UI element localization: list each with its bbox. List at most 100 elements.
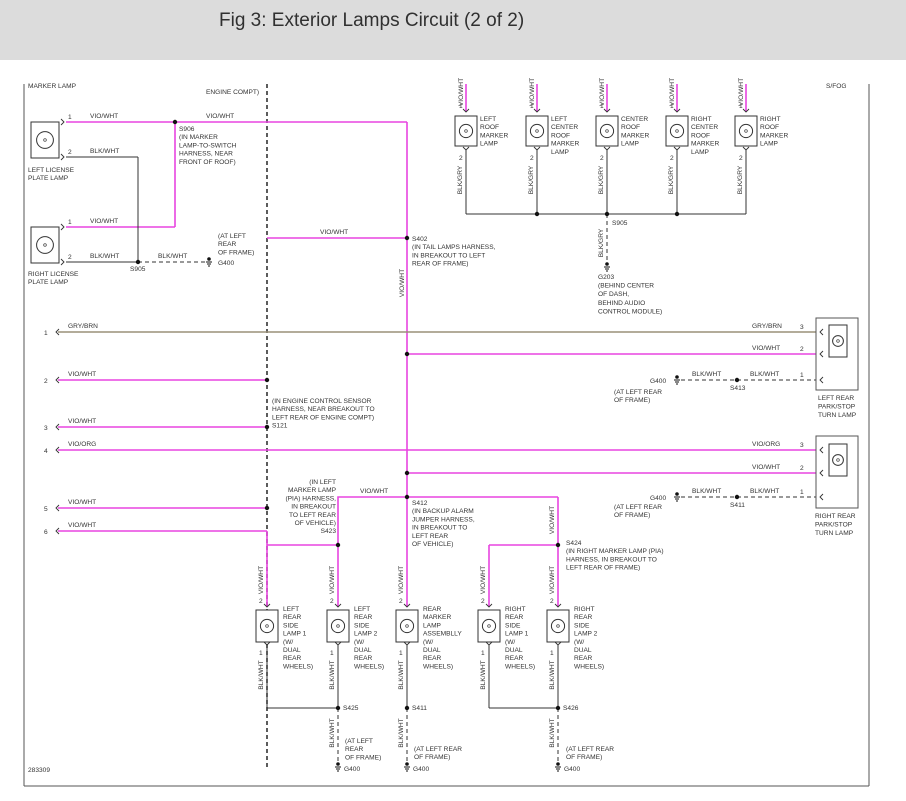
roof-marker-label-line: LAMP [551,149,570,156]
ground-terminal [556,762,560,766]
s402-label-line: REAR OF FRAME) [412,261,468,268]
rear-side-lamp-label-line: (W/ [423,639,433,646]
right-rear-park-label-line: TURN LAMP [815,530,854,537]
splice-s424 [555,542,561,548]
cut-label-s-fog: S/FOG [826,83,847,90]
s906-label-line: S906 [179,126,195,133]
ground-g400-park-right [674,492,680,502]
roof-marker-label-line: ROOF [621,124,640,131]
pin-2: 2 [530,155,534,162]
s424-label-line: HARNESS, IN BREAKOUT TO [566,556,657,563]
pin-mark [819,350,824,358]
ground-g400-bottom [404,762,410,772]
lamp-filament [675,129,679,133]
rear-side-lamp-label-line: REAR [354,655,373,662]
pin-p3: 3 [800,324,804,331]
roof-marker-lamp-1 [454,115,478,147]
rear-side-lamp-label-line: RIGHT [574,606,595,613]
rear-side-lamp-label-line: DUAL [354,647,372,654]
vertical-wire-label: BLK/WHT [329,718,336,747]
ground-terminal [605,262,609,266]
rear-side-lamp-label-line: WHEELS) [574,663,604,670]
g203-label-line: CONTROL MODULE) [598,308,662,315]
s423-label-line: OF VEHICLE) [295,520,336,527]
lamp-filament [836,339,840,343]
g400-location-label-line: REAR [218,241,237,248]
rear-side-lamp-label-line: LEFT [354,606,370,613]
pin-1: 1 [550,650,554,657]
wire-label: VIO/WHT [752,464,780,471]
rear-side-lamp-label-line: SIDE [283,622,299,629]
ground-g400-bottom [335,762,341,772]
vertical-wire-label: VIO/WHT [599,78,606,106]
roof-marker-lamp-5 [734,115,758,147]
lamp-bulb [330,618,346,634]
ground-terminal [207,257,211,261]
pin-mark [485,603,493,608]
s411-label: S411 [730,502,745,509]
rear-side-lamp-label-line: REAR [354,614,373,621]
roof-marker-lamp-4 [665,115,689,147]
splice-s905-roof [604,211,610,217]
rear-side-lamp-label-line: REAR [505,614,524,621]
lamp-bulb [36,236,54,254]
rear-side-lamp-4 [477,609,501,643]
rear-side-lamp-5 [546,609,570,643]
roof-marker-label-line: ROOF [691,132,710,139]
wire-label: VIO/ORG [68,441,96,448]
rear-side-lamp-1 [255,609,279,643]
rear-side-lamp-label-line: DUAL [574,647,592,654]
left-rear-park-label-line: LEFT REAR [818,395,854,402]
rear-side-lamp-label-line: RIGHT [505,606,526,613]
roof-marker-label-line: LAMP [691,149,710,156]
pin-2: 2 [68,254,72,261]
lamp-filament [535,129,539,133]
vertical-wire-label: BLK/WHT [258,660,265,689]
roof-marker-label-line: RIGHT [760,116,781,123]
roof-marker-label-line: CENTER [621,116,648,123]
splice-row5 [264,505,270,511]
pin-1: 1 [259,650,263,657]
splice-s423 [335,542,341,548]
pin-mark [403,603,411,608]
lamp-bulb [481,618,497,634]
vertical-wire-label: VIO/WHT [669,78,676,106]
wire-label: BLK/WHT [750,371,779,378]
vertical-wire-label: BLK/GRY [598,165,605,194]
lamp-filament [405,624,409,628]
g400-label: G400 [344,766,360,773]
roof-marker-label-line: LEFT [480,116,496,123]
roof-marker-label-line: CENTER [691,124,718,131]
s905-label-left: S905 [130,266,146,273]
rear-side-lamp-label-line: REAR [283,614,302,621]
wire-label: VIO/WHT [360,488,388,495]
vertical-wire-label: VIO/WHT [549,506,556,534]
connector-4: 4 [44,448,48,455]
roof-marker-label-line: MARKER [621,132,649,139]
pin-1: 1 [399,650,403,657]
pin-2: 2 [600,155,604,162]
s121-label-line: LEFT REAR OF ENGINE COMPT) [272,414,374,421]
g400-label: G400 [650,495,666,502]
wires [58,84,820,770]
wire-label: VIO/WHT [68,371,96,378]
wire-label: VIO/WHT [90,113,118,120]
roof-marker-label-line: MARKER [551,141,579,148]
rear-side-lamp-label-line: DUAL [505,647,523,654]
g400-location-label-line: OF FRAME) [614,512,650,519]
roof-marker-label-line: MARKER [480,132,508,139]
components [30,108,859,772]
splice-s411-bottom [404,705,410,711]
g400-location-label-line: OF FRAME) [218,249,254,256]
splice-s413 [734,377,740,383]
pin-p1: 1 [800,489,804,496]
pin-2: 2 [739,155,743,162]
pin-p1: 1 [800,372,804,379]
s402-label-line: (IN TAIL LAMPS HARNESS, [412,244,496,251]
left-license-plate-lamp [30,121,60,159]
rear-side-lamp-label-line: DUAL [423,647,441,654]
pin-mark [55,328,60,336]
roof-marker-lamp-2 [525,115,549,147]
